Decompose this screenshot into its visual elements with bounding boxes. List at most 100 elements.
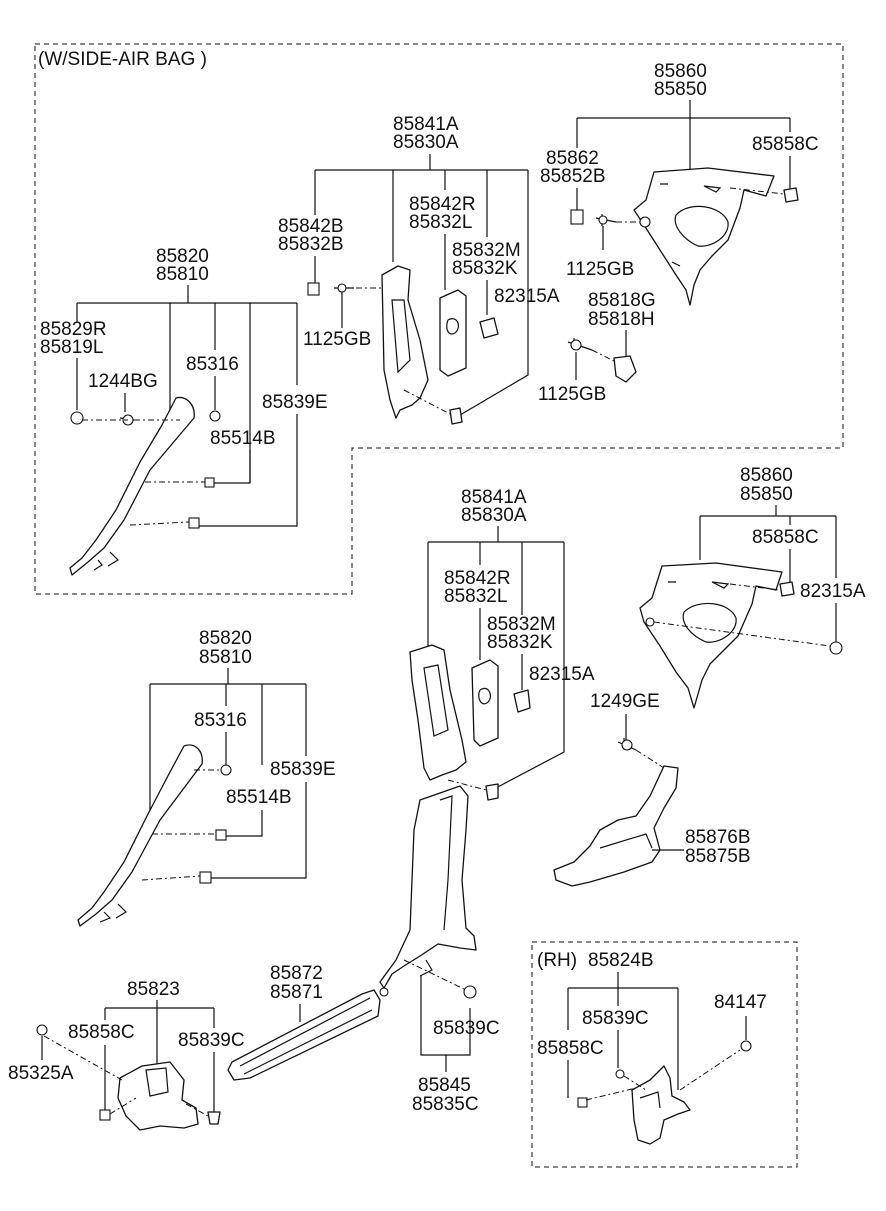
clip-icon [783,187,799,203]
screw-icon [570,339,582,351]
middle-b-pillar-assembly: 85841A 85830A 85842R 85832L 85832M 85832… [379,487,595,1115]
clip-icon [207,1111,221,1125]
part-number-label: 85832M [487,614,556,635]
cowl-side-trim-part [117,1061,199,1131]
part-number-label: 85852B [540,166,606,187]
part-number-label: 82315A [800,581,866,602]
part-number-label: 85832L [444,586,507,607]
part-number-label: 85819L [40,337,103,358]
part-number-label: 85839E [262,392,328,413]
part-number-label: 85316 [186,354,239,375]
part-number-label: 85845 [418,1075,471,1096]
clip-icon [645,617,655,627]
bottom-scuff-plate-assembly: 85872 85871 [227,963,389,1081]
part-number-label: 85839C [582,1008,649,1029]
seat-belt-cover-part [471,659,499,747]
part-number-label: 84147 [714,992,767,1013]
part-number-label: 85850 [654,79,707,100]
side-airbag-group-label: (W/SIDE-AIR BAG ) [38,49,207,70]
clip-icon [485,783,499,801]
part-number-label: 85810 [156,264,209,285]
bottom-left-cowl-trim-assembly: 85823 85858C 85839C 85325A [8,979,245,1131]
part-number-label: 85823 [127,979,180,1000]
clip-icon [209,410,221,422]
a-pillar-trim-part [77,744,203,927]
part-number-label: 85325A [8,1063,74,1084]
clip-icon [740,1040,752,1052]
top-middle-b-pillar-assembly: 85841A 85830A 85842B 85832B 85842R 85832… [278,114,560,425]
clip-icon [615,1069,625,1079]
b-pillar-upper-trim-part [381,265,429,419]
part-number-label: 85832L [409,212,472,233]
clip-icon [829,641,843,655]
clip-icon [570,209,584,225]
part-number-label: 85850 [740,484,793,505]
part-number-label: 85832M [452,240,521,261]
part-number-label: 85871 [270,982,323,1003]
part-number-label: 85820 [156,246,209,267]
part-number-label: 85858C [752,527,819,548]
seat-belt-cover-part [439,289,467,377]
part-number-label: 85860 [654,61,707,82]
part-number-label: 85860 [740,465,793,486]
part-number-label: 85832K [452,258,518,279]
rh-trim-part [631,1065,691,1145]
part-number-label: 85862 [546,148,599,169]
part-number-label: 85842B [278,216,344,237]
part-number-label: 1244BG [88,371,158,392]
rh-group-label: (RH) [537,950,577,971]
part-number-label: 85832K [487,632,553,653]
part-number-label: 85818H [588,309,655,330]
bracket-part [613,355,637,383]
middle-left-a-pillar-assembly: 85820 85810 85316 85839E 85514B [77,628,336,927]
part-number-label: 85839E [270,759,336,780]
clip-icon [204,477,215,488]
clip-icon [779,581,795,597]
c-pillar-trim-part [633,167,775,306]
clip-icon [70,411,84,425]
part-number-label: 85841A [393,114,459,135]
center-pillar-lower-part [379,785,477,989]
side-airbag-group-box [34,43,844,595]
screw-icon [598,215,608,225]
part-number-label: 85316 [194,710,247,731]
part-number-label: 85858C [752,134,819,155]
clip-icon [463,985,477,999]
clip-icon [188,517,200,529]
part-number-label: 85832B [278,234,344,255]
part-number-label: 85835C [412,1094,479,1115]
top-left-a-pillar-assembly: 85820 85810 85829R 85819L 85316 1244BG 8… [40,246,328,576]
part-number-label: 85514B [210,428,276,449]
clip-part [479,317,499,339]
clip-icon [577,1097,588,1108]
a-pillar-trim-part [69,396,195,576]
middle-right-c-pillar-assembly: 85860 85850 85858C 82315A 1249GE 85876B … [553,465,866,887]
c-pillar-trim-part [639,562,783,709]
part-number-label: 85839C [433,1018,500,1039]
clip-icon [639,216,651,228]
clip-part [513,689,531,713]
clip-icon [36,1024,48,1036]
part-number-label: 85824B [588,950,654,971]
part-number-label: 1125GB [303,329,371,350]
part-number-label: 85858C [537,1038,604,1059]
clip-icon [99,1109,111,1121]
part-number-label: 85820 [199,628,252,649]
part-number-label: 85875B [685,846,751,867]
part-number-label: 85839C [178,1030,245,1051]
part-number-label: 1125GB [566,259,634,280]
part-number-label: 85842R [444,568,511,589]
part-number-label: 85858C [68,1022,135,1043]
part-number-label: 85872 [270,963,323,984]
part-number-label: 85876B [685,827,751,848]
part-number-label: 1249GE [590,691,660,712]
rh-trim-assembly: 85824B 85839C 85858C 84147 [537,950,767,1145]
part-number-label: 1125GB [538,384,606,405]
clip-icon [199,871,212,884]
part-number-label: 82315A [494,286,560,307]
rh-group-box [531,941,798,1168]
top-right-c-pillar-assembly: 85860 85850 85858C 85862 85852B 1125GB 8… [538,61,819,405]
part-number-label: 85841A [461,487,527,508]
screw-icon [337,283,347,293]
